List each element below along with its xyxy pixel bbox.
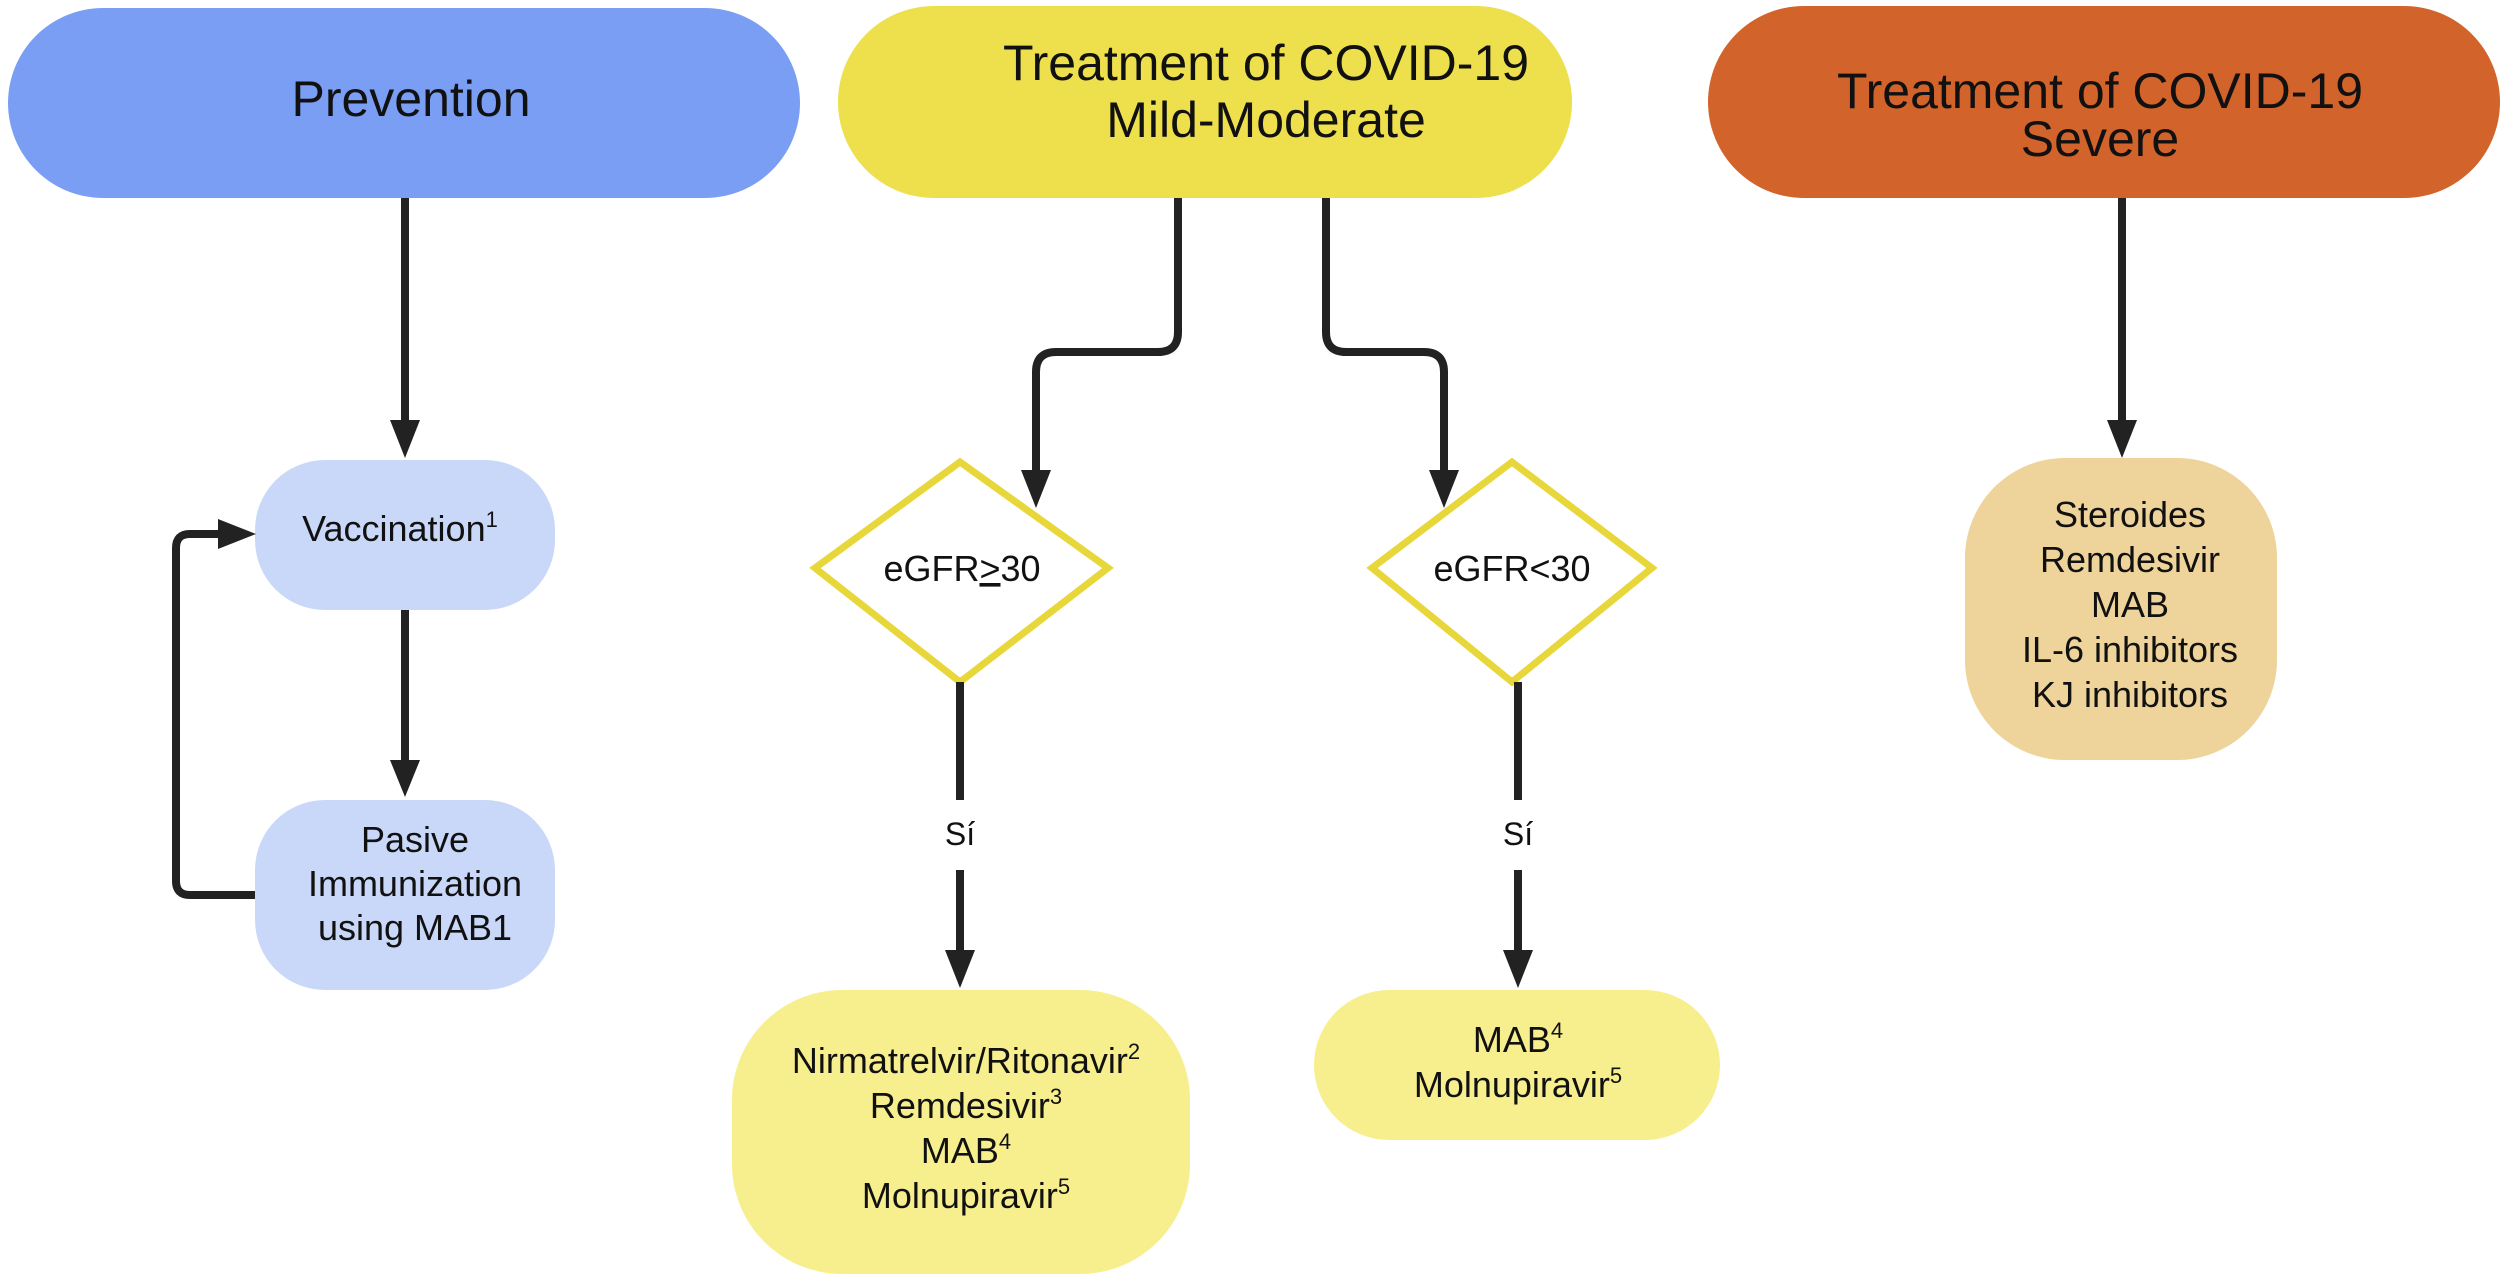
outcome-low-line-1: MAB4	[1473, 1018, 1563, 1060]
outcome-high-line-3: MAB4	[921, 1129, 1011, 1171]
outcome-high-line-2: Remdesivir3	[870, 1084, 1062, 1126]
outcome-low-line-2: Molnupiravir5	[1414, 1063, 1622, 1105]
mild-to-egfr-high-arrowhead	[1021, 470, 1051, 508]
mild-moderate-header-line-1: Treatment of COVID-19	[1003, 35, 1529, 91]
severe-header-line-1: Treatment of COVID-19	[1837, 63, 2363, 119]
severe-header	[1708, 6, 2500, 198]
egfr-low-label: eGFR<30	[1433, 548, 1590, 589]
egfr-high-label: eGFR>30	[883, 548, 1040, 589]
egfr-high-yes-arrowhead	[945, 950, 975, 988]
severe-treatment-2: Remdesivir	[2040, 539, 2220, 580]
passive-immunization-box	[255, 800, 555, 990]
severe-treatment-5: KJ inhibitors	[2032, 674, 2228, 715]
mild-to-egfr-low-arrowhead	[1429, 470, 1459, 508]
severe-treatment-4: IL-6 inhibitors	[2022, 629, 2238, 670]
passive-immunization-line-2: Immunization	[308, 863, 522, 904]
outcome-high-line-4: Molnupiravir5	[862, 1174, 1070, 1216]
prevention-arrowhead	[390, 420, 420, 458]
egfr-low-yes-label: Sí	[1503, 816, 1533, 852]
passive-immunization-line-3: using MAB1	[318, 907, 512, 948]
vaccination-to-passive-arrowhead	[390, 760, 420, 797]
egfr-high-yes-label: Sí	[945, 816, 975, 852]
severe-treatment-3: MAB	[2091, 584, 2169, 625]
egfr-low-yes-arrowhead	[1503, 950, 1533, 988]
mild-moderate-header-line-2: Mild-Moderate	[1106, 92, 1426, 148]
severe-treatment-1: Steroides	[2054, 494, 2206, 535]
egfr-low-decision	[1366, 457, 1658, 687]
mild-moderate-header	[838, 6, 1572, 198]
passive-immunization-line-1: Pasive	[361, 819, 469, 860]
prevention-header	[8, 8, 800, 198]
mild-to-egfr-high-arrow	[1032, 198, 1182, 470]
feedback-loop-arrowhead	[218, 519, 256, 549]
egfr-high-outcome-box	[732, 990, 1190, 1274]
prevention-header-label: Prevention	[291, 71, 530, 127]
vaccination-box	[255, 460, 555, 610]
severe-header-line-2: Severe	[2021, 111, 2179, 167]
severe-treatments-box	[1965, 458, 2277, 760]
feedback-loop-arrow	[172, 530, 255, 899]
severe-arrowhead	[2107, 420, 2137, 458]
outcome-high-line-1: Nirmatrelvir/Ritonavir2	[792, 1039, 1140, 1081]
egfr-low-outcome-box	[1314, 990, 1720, 1140]
vaccination-label: Vaccination1	[302, 507, 498, 549]
mild-to-egfr-low-arrow	[1322, 198, 1448, 470]
